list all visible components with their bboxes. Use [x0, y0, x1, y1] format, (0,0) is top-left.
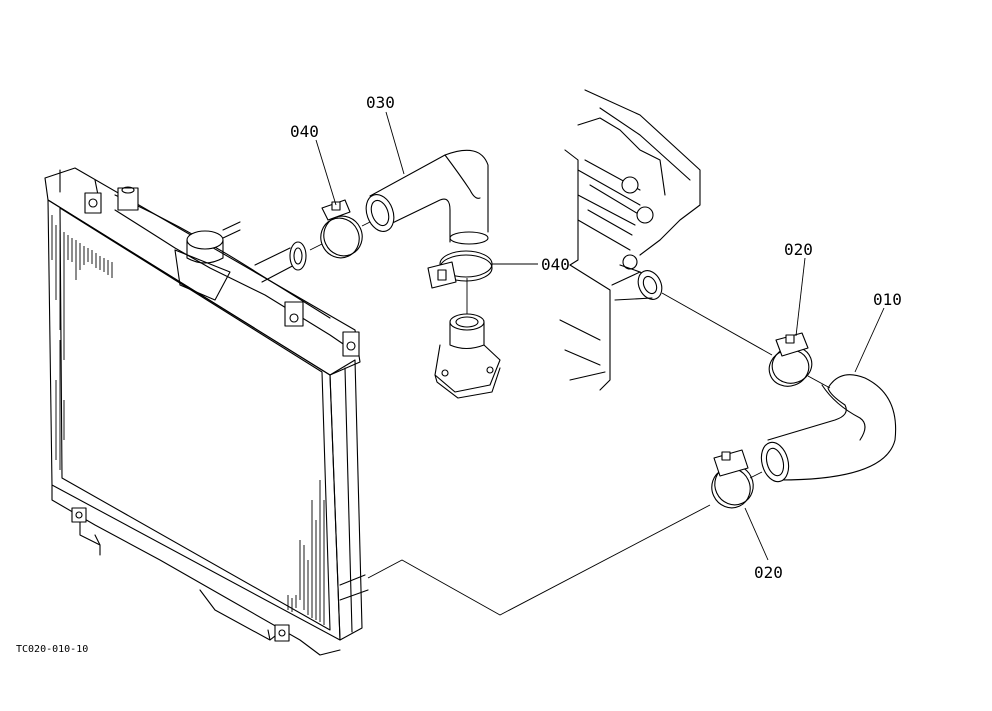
callout-leaders — [315, 111, 885, 561]
clamp-upper-left — [320, 199, 363, 259]
engine-block — [559, 89, 701, 391]
callout-hose-lower: 010 — [873, 290, 902, 309]
callout-clamp-upper-left: 040 — [290, 122, 319, 141]
thermostat-housing — [434, 313, 501, 399]
callout-clamp-upper-right: 040 — [541, 255, 570, 274]
callout-hose-upper: 030 — [366, 93, 395, 112]
hose-lower-010 — [760, 374, 897, 483]
callout-clamp-lower-lower: 020 — [754, 563, 783, 582]
clamp-upper-right — [427, 250, 493, 289]
clamp-lower-upper — [768, 332, 813, 387]
clamp-lower-lower — [711, 449, 754, 509]
callout-clamp-lower-upper: 020 — [784, 240, 813, 259]
hose-upper-030 — [365, 149, 489, 245]
figure-code: TC020-010-10 — [16, 644, 88, 655]
radiator-core-fins — [51, 215, 325, 625]
radiator — [44, 167, 369, 656]
assembly-lines — [309, 221, 831, 616]
